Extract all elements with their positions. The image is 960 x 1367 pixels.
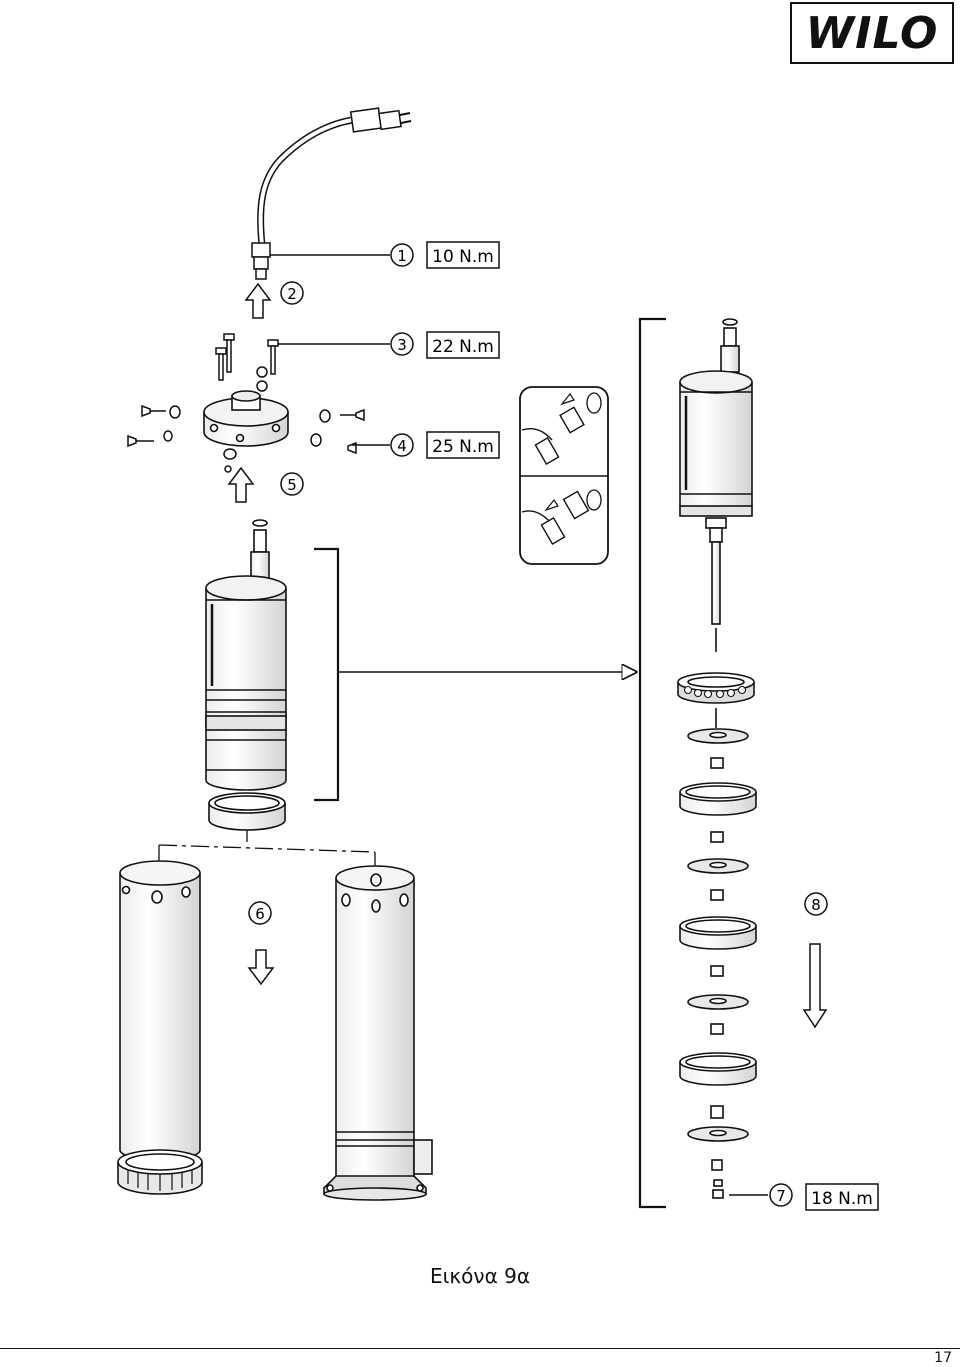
callout-7-torque: 18 N.m: [811, 1189, 873, 1209]
callout-8-number: 8: [811, 896, 821, 914]
callout-4: 4 25 N.m: [390, 431, 500, 459]
callout-8: 8: [804, 892, 828, 916]
callout-4-torque: 25 N.m: [432, 437, 494, 457]
callout-2-number: 2: [287, 285, 297, 303]
strainer-base: [117, 1149, 203, 1195]
callout-3: 3 22 N.m: [390, 331, 500, 359]
figure-caption: Εικόνα 9α: [429, 1264, 531, 1288]
page-number: 17: [934, 1350, 952, 1366]
screws: [215, 333, 279, 392]
callout-2: 2: [280, 281, 304, 305]
motor-shaft-assembly: [679, 318, 753, 652]
up-arrow-5: [227, 466, 255, 503]
dashed-link: [158, 830, 376, 870]
callout-1-torque: 10 N.m: [432, 247, 494, 267]
callout-3-torque: 22 N.m: [432, 337, 494, 357]
collar-ring: [208, 792, 286, 831]
logo-text: WILO: [805, 8, 939, 59]
callout-5: 5: [280, 472, 304, 496]
leaders: [270, 254, 768, 1196]
pump-assembly: [205, 519, 287, 791]
callout-6-number: 6: [255, 905, 265, 923]
detail-inset: [519, 386, 609, 565]
diffuser-top: [677, 672, 755, 704]
suction-sleeve-right: [323, 865, 433, 1201]
footer-rule: [0, 1348, 960, 1349]
callout-7-number: 7: [776, 1187, 786, 1205]
stage-stack: [679, 708, 757, 1199]
callout-7: 7 18 N.m: [769, 1183, 879, 1211]
bracket-right: [638, 317, 666, 1209]
down-arrow-6: [247, 949, 275, 986]
power-cable: [257, 107, 412, 246]
wilo-logo: WILO: [790, 2, 954, 64]
down-arrow-8: [802, 943, 828, 1029]
up-arrow-2: [244, 282, 272, 319]
callout-4-number: 4: [397, 437, 407, 455]
callout-6: 6: [248, 901, 272, 925]
side-fasteners: [127, 404, 365, 473]
callout-1: 1 10 N.m: [390, 241, 500, 269]
suction-sleeve-left: [119, 860, 201, 1172]
cable-gland: [251, 242, 271, 280]
callout-5-number: 5: [287, 476, 297, 494]
callout-3-number: 3: [397, 336, 407, 354]
callout-1-number: 1: [397, 247, 407, 265]
bracket-left: [314, 547, 636, 802]
discharge-head: [203, 390, 289, 447]
